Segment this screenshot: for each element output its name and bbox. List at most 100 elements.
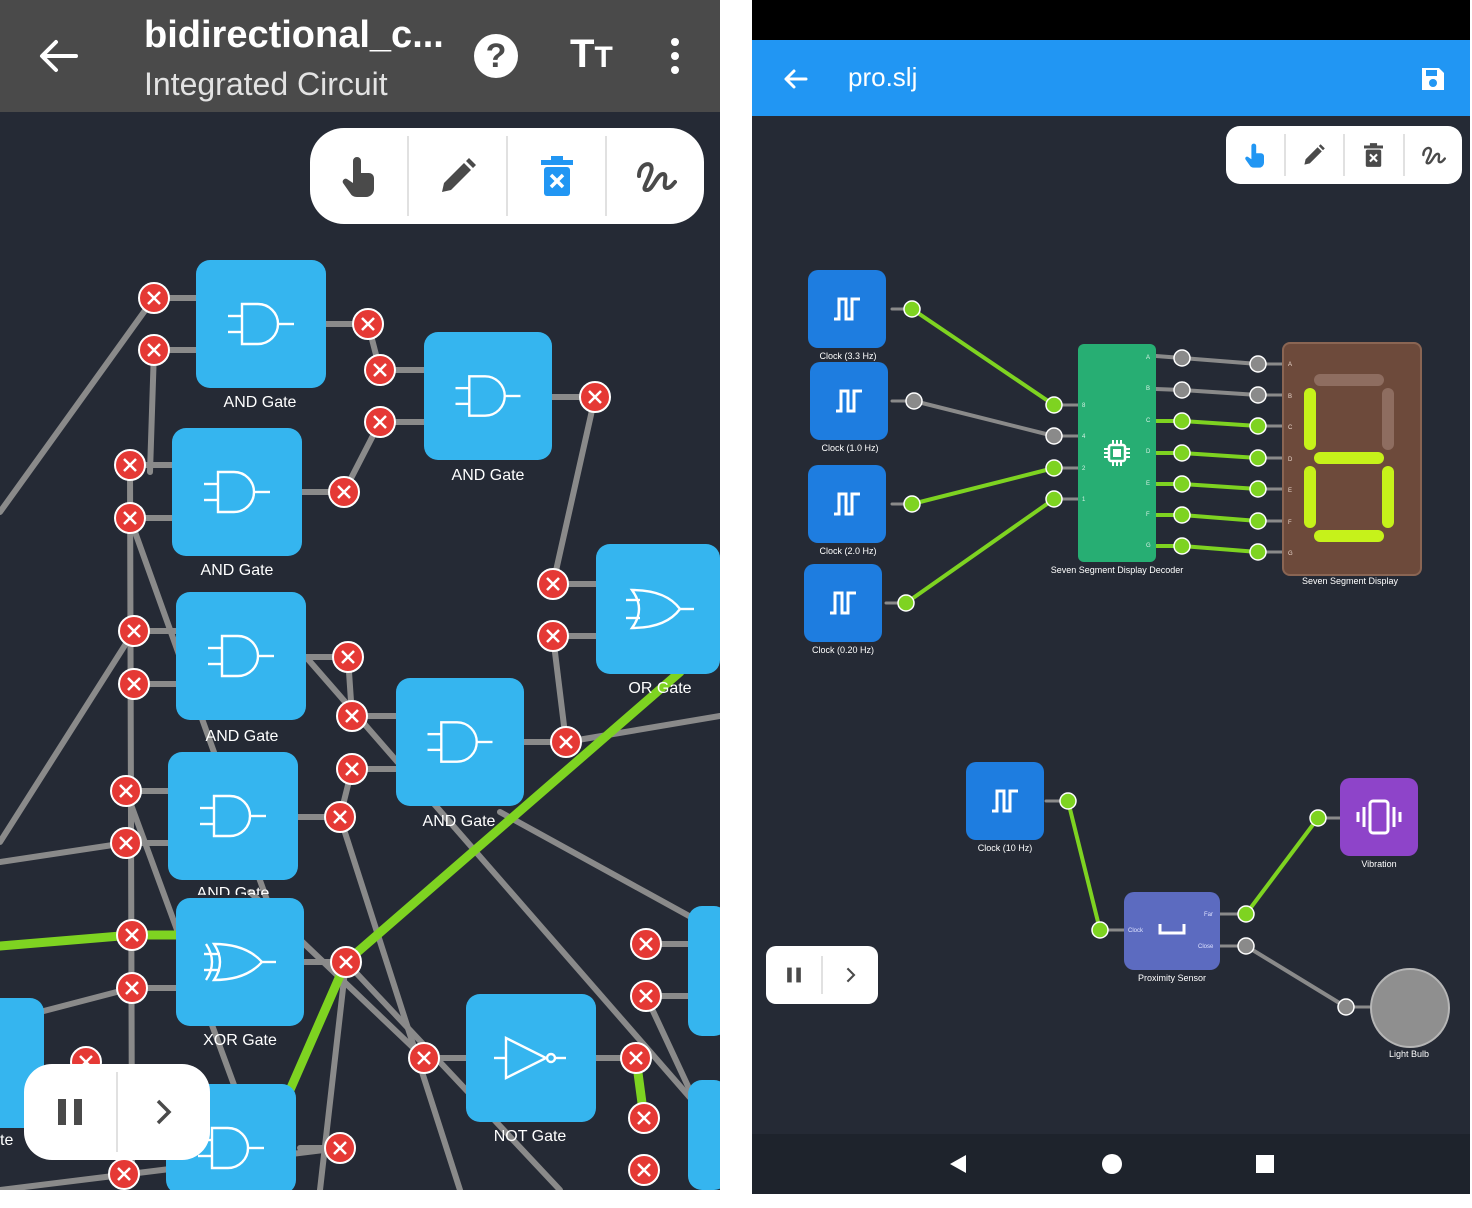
decoder-output-label: E: [1146, 481, 1151, 487]
display-pin-label: A: [1288, 362, 1293, 368]
gate-label: AND Gate: [196, 885, 270, 895]
pause-icon: [58, 1099, 82, 1125]
circuit-editor-screen-b: pro.slj: [752, 0, 1470, 1194]
partial-gate-label: te: [0, 1132, 14, 1149]
or-gate-symbol-icon: [626, 588, 694, 630]
delete-mode-button[interactable]: [1345, 126, 1403, 184]
text-size-glyph-small: T: [594, 41, 613, 74]
light-bulb-output[interactable]: [1370, 968, 1450, 1048]
delete-mode-button[interactable]: [508, 128, 605, 224]
pause-button[interactable]: [766, 946, 821, 1004]
circuit-canvas[interactable]: AND Gate AND Gate AND Gate OR Gate AND G…: [0, 112, 720, 1190]
touch-icon: [342, 157, 374, 198]
and-gate[interactable]: [196, 260, 326, 388]
and-gate-symbol-icon: [228, 302, 294, 346]
back-arrow-icon[interactable]: [36, 34, 80, 78]
decoder-label: Seven Segment Display Decoder: [1050, 565, 1184, 575]
not-gate-symbol-icon: [494, 1036, 566, 1080]
clock-label: Clock (1.0 Hz): [821, 443, 879, 453]
touch-mode-button[interactable]: [310, 128, 407, 224]
seven-segment-display[interactable]: A B C D E F G: [1282, 342, 1422, 576]
text-size-glyph-large: T: [570, 32, 595, 76]
clock-component[interactable]: [966, 762, 1044, 840]
square-wave-icon: [834, 297, 860, 321]
display-pin-label: F: [1288, 520, 1292, 526]
save-icon[interactable]: [1420, 66, 1446, 92]
and-gate-symbol-icon: [455, 375, 521, 417]
partial-gate[interactable]: [688, 906, 720, 1036]
gate-label: AND Gate: [200, 562, 274, 579]
sensor-pin-label: Clock: [1128, 928, 1144, 934]
nav-recents-icon[interactable]: [1256, 1155, 1274, 1173]
segment-d: [1314, 530, 1384, 542]
square-wave-icon: [834, 492, 860, 516]
gate-label: OR Gate: [628, 680, 692, 697]
step-button[interactable]: [118, 1064, 210, 1160]
square-wave-icon: [830, 591, 856, 615]
pencil-mode-button[interactable]: [1286, 126, 1344, 184]
decoder-output-label: F: [1146, 512, 1150, 518]
gate-label: AND Gate: [451, 467, 525, 484]
display-label: Seven Segment Display: [1301, 576, 1399, 586]
segment-c: [1382, 466, 1394, 528]
and-gate[interactable]: [424, 332, 552, 460]
segment-g: [1314, 452, 1384, 464]
xor-gate-symbol-icon: [204, 942, 276, 982]
step-button[interactable]: [823, 946, 878, 1004]
wire-icon: [1421, 146, 1446, 165]
clock-component[interactable]: [808, 270, 886, 348]
pencil-mode-button[interactable]: [409, 128, 506, 224]
proximity-sensor[interactable]: Clock Far Close: [1124, 892, 1220, 970]
sensor-pin-label: Close: [1198, 944, 1214, 950]
and-gate[interactable]: [168, 752, 298, 880]
vibration-output[interactable]: [1340, 778, 1418, 856]
xor-gate[interactable]: [176, 898, 304, 1026]
touch-mode-button[interactable]: [1226, 126, 1284, 184]
text-size-icon[interactable]: TT: [570, 32, 613, 77]
wire-icon: [636, 162, 677, 193]
and-gate[interactable]: [172, 428, 302, 556]
simulation-controls: [24, 1064, 210, 1160]
circuit-canvas[interactable]: Clock (3.3 Hz) Clock (1.0 Hz) Clock (2.0…: [752, 116, 1470, 1134]
clock-label: Clock (2.0 Hz): [819, 546, 877, 556]
help-icon[interactable]: ?: [474, 34, 518, 78]
nav-home-icon[interactable]: [1102, 1154, 1122, 1174]
pause-button[interactable]: [24, 1064, 116, 1160]
partial-gate[interactable]: [688, 1080, 720, 1190]
decoder-input-label: 2: [1082, 466, 1086, 472]
and-gate-symbol-icon: [208, 634, 274, 678]
simulation-controls: [766, 946, 878, 1004]
and-gate-symbol-icon: [200, 794, 266, 838]
proximity-icon: [1158, 924, 1186, 935]
nav-back-icon[interactable]: [948, 1154, 968, 1174]
clock-component[interactable]: [808, 465, 886, 543]
pause-icon: [786, 967, 801, 983]
or-gate[interactable]: [596, 544, 720, 674]
wire-layer: [884, 300, 1372, 1016]
sensor-pin-label: Far: [1204, 912, 1213, 918]
wire-mode-button[interactable]: [1405, 126, 1463, 184]
overflow-menu-icon[interactable]: [668, 38, 682, 76]
square-wave-icon: [992, 789, 1018, 813]
vibration-label: Vibration: [1361, 859, 1397, 869]
chevron-right-icon: [846, 967, 855, 983]
seven-segment-decoder[interactable]: 8 4 2 1 A B C D E F G: [1078, 344, 1156, 562]
decoder-output-label: D: [1146, 449, 1151, 455]
and-gate[interactable]: [176, 592, 306, 720]
clock-label: Clock (3.3 Hz): [819, 351, 877, 361]
and-gate[interactable]: [396, 678, 524, 806]
clock-component[interactable]: [810, 362, 888, 440]
and-gate-symbol-icon: [204, 470, 270, 514]
decoder-input-label: 1: [1082, 497, 1086, 503]
delete-icon: [1364, 143, 1384, 167]
gate-label: XOR Gate: [203, 1032, 277, 1049]
not-gate[interactable]: [466, 994, 596, 1122]
edit-mode-toolbar: [310, 128, 704, 224]
back-arrow-icon[interactable]: [782, 66, 808, 92]
wire-mode-button[interactable]: [607, 128, 704, 224]
display-pin-label: G: [1288, 551, 1293, 557]
display-pin-label: E: [1288, 488, 1293, 494]
clock-component[interactable]: [804, 564, 882, 642]
clock-label: Clock (10 Hz): [977, 843, 1033, 853]
segment-a: [1314, 374, 1384, 386]
